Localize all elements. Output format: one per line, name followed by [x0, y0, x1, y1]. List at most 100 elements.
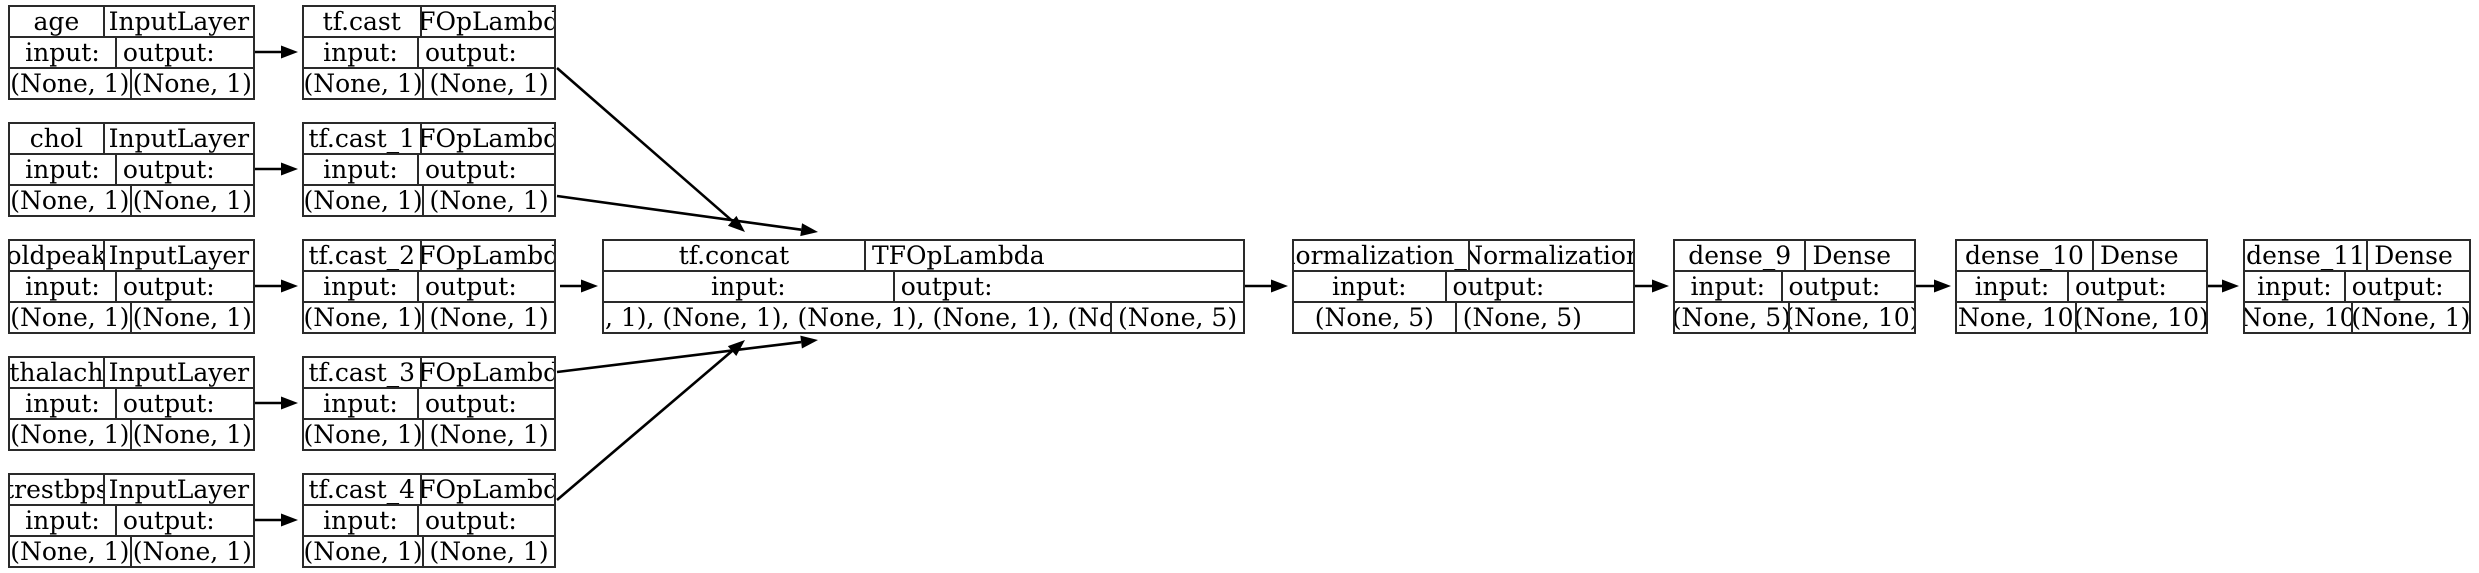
node-type: InputLayer [108, 241, 250, 270]
node-shape-row: (None, 1)(None, 1) [304, 186, 554, 215]
arrowhead-icon [281, 396, 298, 410]
node-io-label-row: input:output: [304, 38, 554, 69]
node-shape-row: (None, 1)(None, 1) [304, 537, 554, 566]
edge-thalach-to-cast3 [255, 396, 298, 410]
node-shape-row: (None, 1)(None, 1) [304, 69, 554, 98]
input-label: input: [604, 272, 895, 301]
node-name: tf.cast [304, 7, 422, 36]
output-label: output: [122, 38, 215, 67]
edge-cast3-to-concat [556, 335, 818, 374]
node-name: trestbps [10, 475, 105, 504]
node-type: InputLayer [108, 124, 250, 153]
input-label: input: [1294, 272, 1447, 301]
output-label: output: [2075, 272, 2167, 301]
edge-cast2-to-concat [560, 279, 598, 293]
node-name: tf.cast_4 [304, 475, 422, 504]
node-name: normalization_2 [1294, 241, 1471, 270]
output-shape: (None, 1) [429, 420, 549, 449]
node-name: age [10, 7, 105, 36]
input-label: input: [1957, 272, 2070, 301]
node-type: InputLayer [108, 7, 250, 36]
node-cast4[interactable]: tf.cast_4TFOpLambdainput:output:(None, 1… [302, 473, 556, 568]
output-shape: [(None, 1)] [131, 537, 254, 566]
node-shape-row: [(None, 1)][(None, 1)] [10, 303, 253, 332]
input-label: input: [304, 272, 419, 301]
output-shape: (None, 5) [1117, 303, 1238, 332]
input-label: input: [10, 38, 117, 67]
edge-oldpeak-to-cast2 [255, 279, 298, 293]
node-shape-row: (None, 1)(None, 1) [304, 303, 554, 332]
output-label: output: [1452, 272, 1545, 301]
node-shape-row: (None, 5)(None, 10) [1675, 303, 1914, 332]
output-label: output: [900, 272, 993, 301]
input-shape: [(None, 1)] [10, 186, 132, 215]
node-cast1[interactable]: tf.cast_1TFOpLambdainput:output:(None, 1… [302, 122, 556, 217]
node-type: InputLayer [108, 358, 250, 387]
node-header-row: tf.cast_1TFOpLambda [304, 124, 554, 155]
edge-dense_9-to-dense_10 [1916, 279, 1951, 293]
input-shape: (None, 1) [304, 420, 424, 449]
node-io-label-row: input:output: [10, 272, 253, 303]
node-header-row: normalization_2Normalization [1294, 241, 1633, 272]
node-name: tf.cast_3 [304, 358, 422, 387]
node-shape-row: [(None, 1), (None, 1), (None, 1), (None,… [604, 303, 1243, 332]
input-shape: [(None, 1)] [10, 537, 132, 566]
arrowhead-icon [800, 335, 818, 349]
output-label: output: [425, 155, 517, 184]
output-label: output: [122, 155, 215, 184]
arrowhead-icon [581, 279, 598, 293]
input-shape: (None, 1) [304, 186, 424, 215]
arrowhead-icon [2222, 279, 2239, 293]
node-name: tf.cast_1 [304, 124, 422, 153]
output-shape: (None, 1) [2352, 303, 2469, 332]
input-label: input: [10, 155, 117, 184]
node-normalization_2[interactable]: normalization_2Normalizationinput:output… [1292, 239, 1635, 334]
output-shape: (None, 1) [429, 303, 549, 332]
node-cast3[interactable]: tf.cast_3TFOpLambdainput:output:(None, 1… [302, 356, 556, 451]
node-io-label-row: input:output: [10, 506, 253, 537]
node-shape-row: [(None, 1)][(None, 1)] [10, 537, 253, 566]
output-label: output: [425, 272, 517, 301]
node-cast0[interactable]: tf.castTFOpLambdainput:output:(None, 1)(… [302, 5, 556, 100]
node-io-label-row: input:output: [10, 155, 253, 186]
input-shape: (None, 10) [2245, 303, 2353, 332]
edge-cast1-to-concat [556, 194, 818, 237]
arrowhead-icon [281, 162, 298, 176]
node-type: TFOpLambda [421, 475, 555, 504]
edge-trestbps-to-cast4 [255, 513, 298, 527]
node-io-label-row: input:output: [1675, 272, 1914, 303]
input-shape: (None, 1) [304, 537, 424, 566]
node-type: TFOpLambda [421, 7, 555, 36]
node-cast2[interactable]: tf.cast_2TFOpLambdainput:output:(None, 1… [302, 239, 556, 334]
node-name: tf.cast_2 [304, 241, 422, 270]
edge-cast4-to-concat [556, 340, 745, 501]
node-io-label-row: input:output: [304, 389, 554, 420]
input-shape: [(None, 1)] [10, 303, 132, 332]
node-header-row: tf.cast_3TFOpLambda [304, 358, 554, 389]
input-label: input: [10, 272, 117, 301]
node-concat[interactable]: tf.concatTFOpLambdainput:output:[(None, … [602, 239, 1245, 334]
node-io-label-row: input:output: [304, 272, 554, 303]
output-shape: [(None, 1)] [131, 69, 254, 98]
arrowhead-icon [281, 45, 298, 59]
input-label: input: [304, 389, 419, 418]
node-io-label-row: input:output: [304, 506, 554, 537]
node-type: Normalization [1470, 241, 1633, 270]
edge-concat-to-normalization_2 [1245, 279, 1288, 293]
output-label: output: [425, 506, 517, 535]
output-label: output: [122, 272, 215, 301]
node-io-label-row: input:output: [1957, 272, 2206, 303]
arrowhead-icon [727, 340, 745, 356]
